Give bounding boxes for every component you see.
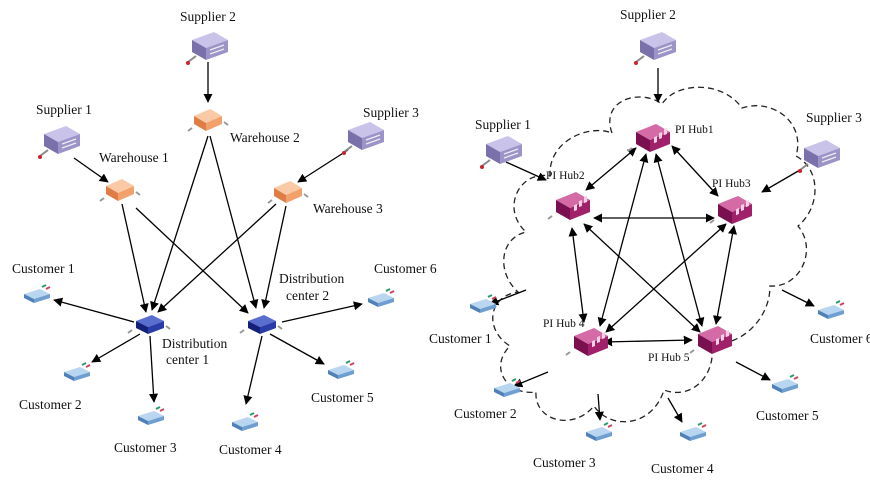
- right-network: Supplier 2 Supplier 1 Supplier 3 PI Hub1…: [429, 7, 870, 476]
- left-warehouse-3-icon: [267, 180, 309, 204]
- edge-dc2-customer6: [281, 301, 363, 323]
- left-customer-2-icon: [63, 362, 91, 382]
- left-customer-3-label: Customer 3: [114, 440, 177, 455]
- left-dc-2-label-line2: center 2: [286, 288, 329, 303]
- edge-warehouse3-dc2: [261, 205, 287, 309]
- right-supplier-3-label: Supplier 3: [806, 110, 862, 125]
- left-warehouse-3-label: Warehouse 3: [313, 201, 383, 216]
- left-customer-4-icon: [231, 412, 259, 432]
- left-edges: [53, 62, 363, 405]
- right-supplier-2-icon: [633, 31, 677, 66]
- edge-hub3-hub4: [605, 223, 727, 333]
- right-edges: [489, 68, 815, 423]
- edge-r-customer1: [489, 289, 527, 306]
- left-customer-5-icon: [327, 360, 355, 380]
- right-supplier-1-icon: [479, 135, 523, 170]
- right-customer-3-icon: [585, 422, 613, 442]
- left-network: Supplier 2 Supplier 1 Supplier 3 Warehou…: [12, 9, 437, 457]
- edge-supplier1-warehouse1: [73, 157, 109, 183]
- edge-dc2-customer4: [243, 335, 263, 405]
- edge-dc1-customer3: [148, 335, 159, 403]
- pi-hub-3-icon: [709, 195, 753, 225]
- left-warehouse-2-icon: [187, 108, 229, 132]
- left-customer-1-icon: [23, 284, 51, 304]
- pi-hub-2-icon: [547, 191, 591, 221]
- edge-hub2-hub1: [585, 147, 637, 191]
- edge-r-customer5: [735, 361, 771, 381]
- edge-hub1-hub4: [597, 153, 649, 327]
- left-warehouse-1-icon: [99, 178, 141, 202]
- edge-supplier3-warehouse3: [297, 149, 349, 183]
- edge-warehouse1-dc2: [135, 207, 249, 314]
- left-customer-2-label: Customer 2: [19, 397, 82, 412]
- pi-hub-3-label: PI Hub3: [712, 178, 751, 190]
- edge-warehouse3-dc1: [157, 203, 277, 313]
- left-supplier-3-icon: [341, 121, 385, 156]
- edge-warehouse2-dc1: [150, 135, 209, 311]
- edge-dc1-customer1: [53, 297, 135, 323]
- left-customer-5-label: Customer 5: [311, 390, 374, 405]
- left-dc-1-label-line2: center 1: [166, 352, 209, 367]
- edge-hub2-hub5: [583, 223, 701, 333]
- right-customer-1-icon: [469, 294, 497, 314]
- left-customer-1-label: Customer 1: [12, 261, 75, 276]
- right-supplier-1-label: Supplier 1: [475, 117, 531, 132]
- left-customer-6-label: Customer 6: [374, 261, 437, 276]
- edge-r-customer6: [781, 289, 815, 307]
- right-supplier-2-label: Supplier 2: [620, 7, 676, 22]
- left-distribution-center-2-icon: [239, 314, 283, 335]
- right-customer-2-label: Customer 2: [454, 406, 517, 421]
- pi-hub-2-label: PI Hub2: [546, 170, 585, 182]
- left-supplier-2-icon: [185, 31, 229, 66]
- left-supplier-1-icon: [37, 125, 81, 160]
- edge-r-customer3: [594, 393, 604, 421]
- left-supplier-1-label: Supplier 1: [36, 102, 92, 117]
- right-customer-3-label: Customer 3: [533, 455, 596, 470]
- pi-hub-5-icon: [689, 325, 733, 355]
- left-warehouse-1-label: Warehouse 1: [99, 150, 169, 165]
- edge-r-customer2: [513, 371, 549, 388]
- left-customer-4-label: Customer 4: [219, 442, 282, 457]
- edge-dc2-customer5: [269, 333, 325, 365]
- right-customer-4-icon: [679, 422, 707, 442]
- pi-cloud-boundary: [492, 86, 816, 423]
- left-distribution-center-1-icon: [127, 314, 171, 335]
- right-customer-5-label: Customer 5: [756, 408, 819, 423]
- right-customer-1-label: Customer 1: [429, 331, 492, 346]
- left-warehouse-2-label: Warehouse 2: [230, 130, 300, 145]
- pi-hub-1-icon: [627, 123, 671, 153]
- right-customer-6-icon: [817, 300, 845, 320]
- pi-hub-4-label: PI Hub 4: [543, 318, 585, 330]
- left-supplier-3-label: Supplier 3: [363, 105, 419, 120]
- right-supplier-3-icon: [797, 139, 841, 174]
- pi-hub-1-label: PI Hub1: [675, 124, 714, 136]
- left-dc-2-label-line1: Distribution: [279, 271, 345, 286]
- right-customer-2-icon: [493, 378, 521, 398]
- left-dc-1-label-line1: Distribution: [162, 336, 228, 351]
- pi-hub-4-icon: [565, 327, 609, 357]
- edge-hub3-hub5: [713, 225, 737, 325]
- edge-r-supplier1-hub2: [505, 161, 547, 181]
- pi-hub-5-label: PI Hub 5: [648, 352, 690, 364]
- edge-warehouse2-dc2: [209, 135, 259, 309]
- left-customer-6-icon: [367, 288, 395, 308]
- edge-warehouse1-dc1: [121, 203, 149, 313]
- right-customer-4-label: Customer 4: [651, 461, 714, 476]
- left-customer-3-icon: [137, 406, 165, 426]
- edge-r-customer4: [667, 397, 683, 423]
- left-supplier-2-label: Supplier 2: [180, 9, 236, 24]
- edge-hub4-hub5: [603, 335, 693, 347]
- edge-r-supplier3-hub3: [761, 169, 801, 193]
- edge-hub2-hub4: [568, 227, 588, 323]
- right-customer-6-label: Customer 6: [810, 331, 870, 346]
- edge-hub1-hub5: [653, 153, 705, 327]
- edge-dc1-customer2: [91, 333, 141, 363]
- right-customer-5-icon: [771, 374, 799, 394]
